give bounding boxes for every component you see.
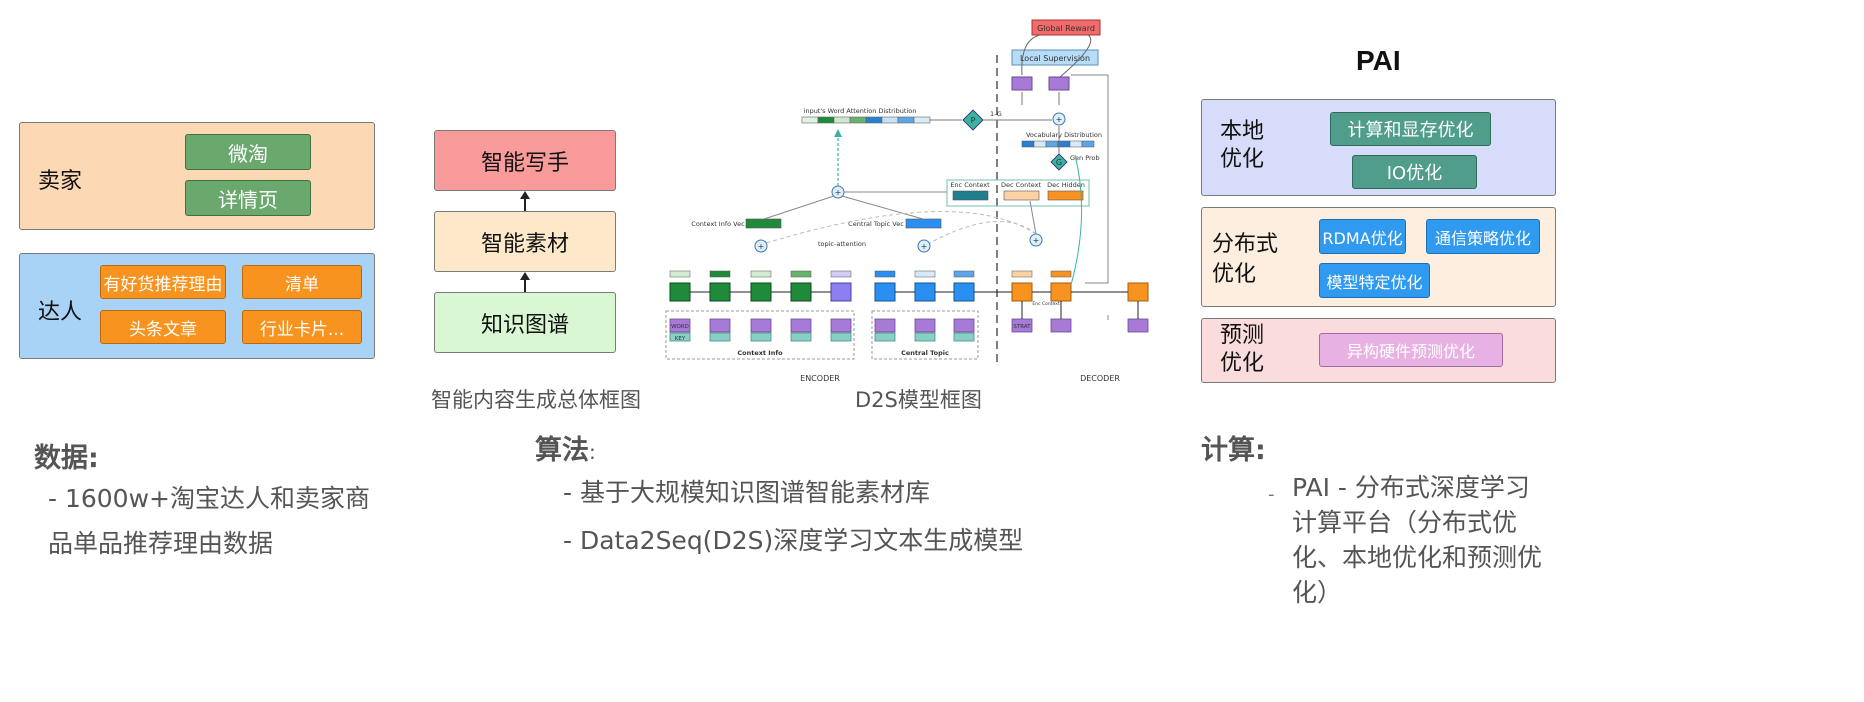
compute-memory-chip: 计算和显存优化 xyxy=(1330,112,1491,146)
heterogeneous-hw-chip: 异构硬件预测优化 xyxy=(1319,333,1503,367)
svg-text:Vocabulary Distribution: Vocabulary Distribution xyxy=(1026,131,1102,139)
seller-label: 卖家 xyxy=(38,169,83,194)
svg-text:Dec Hidden: Dec Hidden xyxy=(1047,181,1085,189)
prediction-opt-label: 预测优化 xyxy=(1220,323,1265,376)
svg-text:+: + xyxy=(921,242,928,251)
compute-bullet: PAI - 分布式深度学习计算平台（分布式优化、本地优化和预测优化） xyxy=(1292,473,1543,607)
svg-text:DECODER: DECODER xyxy=(1080,374,1120,383)
svg-text:Gen Prob: Gen Prob xyxy=(1070,154,1100,162)
model-specific-chip: 模型特定优化 xyxy=(1319,263,1430,298)
local-opt-box: 本地优化 计算和显存优化 IO优化 xyxy=(1201,99,1556,196)
svg-text:Enc Context: Enc Context xyxy=(1032,301,1059,307)
svg-text:topic-attention: topic-attention xyxy=(818,240,866,248)
smart-writer-box: 智能写手 xyxy=(434,130,616,191)
svg-text:Central Topic Vec: Central Topic Vec xyxy=(848,220,904,228)
data-heading: 数据: xyxy=(34,443,99,474)
headline-article-chip: 头条文章 xyxy=(100,310,226,344)
flow-arrows xyxy=(520,191,530,292)
svg-text:ENCODER: ENCODER xyxy=(800,374,840,383)
local-opt-label: 本地优化 xyxy=(1220,119,1265,172)
rdma-chip: RDMA优化 xyxy=(1319,219,1406,254)
svg-text:Context Info Vec: Context Info Vec xyxy=(691,220,745,228)
d2s-caption: D2S模型框图 xyxy=(855,388,982,412)
svg-text:Context Info: Context Info xyxy=(737,349,783,357)
prediction-opt-box: 预测优化 异构硬件预测优化 xyxy=(1201,318,1556,383)
comm-strategy-chip: 通信策略优化 xyxy=(1426,219,1540,254)
weitao-chip: 微淘 xyxy=(185,134,311,170)
expert-box: 达人 有好货推荐理由 清单 头条文章 行业卡片... xyxy=(19,253,375,359)
algorithm-bullet-1: - 基于大规模知识图谱智能素材库 xyxy=(563,478,930,507)
svg-text:+: + xyxy=(1033,236,1040,245)
svg-text:STRAT: STRAT xyxy=(1013,324,1031,330)
list-chip: 清单 xyxy=(242,265,362,299)
svg-text:Dec Context: Dec Context xyxy=(1001,181,1042,189)
data-bullet: - 1600w+淘宝达人和卖家商品单品推荐理由数据 xyxy=(48,484,370,558)
compute-heading: 计算: xyxy=(1201,435,1266,466)
svg-text:P: P xyxy=(971,116,976,125)
svg-text:Global Reward: Global Reward xyxy=(1037,24,1095,33)
svg-text:WORD: WORD xyxy=(671,324,689,330)
pai-title: PAI xyxy=(1356,45,1401,76)
algorithm-heading: 算法 xyxy=(535,435,589,466)
svg-text:Central Topic: Central Topic xyxy=(901,349,949,357)
distributed-opt-label: 分布式优化 xyxy=(1212,232,1279,287)
algorithm-heading-colon: : xyxy=(589,440,596,464)
svg-text:Local Supervision: Local Supervision xyxy=(1020,54,1090,63)
knowledge-graph-box: 知识图谱 xyxy=(434,292,616,353)
svg-text:+: + xyxy=(1056,115,1063,124)
seller-box: 卖家 微淘 详情页 xyxy=(19,122,375,230)
svg-text:Enc Context: Enc Context xyxy=(950,181,990,189)
svg-text:KEY: KEY xyxy=(675,336,686,342)
io-opt-chip: IO优化 xyxy=(1352,155,1477,189)
algorithm-heading-row: 算法: xyxy=(535,428,596,467)
good-goods-chip: 有好货推荐理由 xyxy=(100,265,226,299)
svg-text:input's Word Attention Distrib: input's Word Attention Distribution xyxy=(804,107,917,115)
svg-text:G: G xyxy=(1056,158,1062,167)
svg-text:+: + xyxy=(758,242,765,251)
expert-label: 达人 xyxy=(38,300,83,325)
distributed-opt-box: 分布式优化 RDMA优化 通信策略优化 模型特定优化 xyxy=(1201,207,1556,307)
flow-caption: 智能内容生成总体框图 xyxy=(431,388,641,412)
smart-material-box: 智能素材 xyxy=(434,211,616,272)
industry-card-chip: 行业卡片... xyxy=(242,310,362,344)
svg-text:1-G: 1-G xyxy=(990,110,1002,118)
d2s-diagram: Global Reward Local Supervision input's … xyxy=(665,19,1149,383)
compute-bullet-dash: - xyxy=(1268,484,1275,505)
detail-page-chip: 详情页 xyxy=(185,180,311,216)
algorithm-bullet-2: - Data2Seq(D2S)深度学习文本生成模型 xyxy=(563,526,1024,555)
svg-text:+: + xyxy=(835,188,842,197)
